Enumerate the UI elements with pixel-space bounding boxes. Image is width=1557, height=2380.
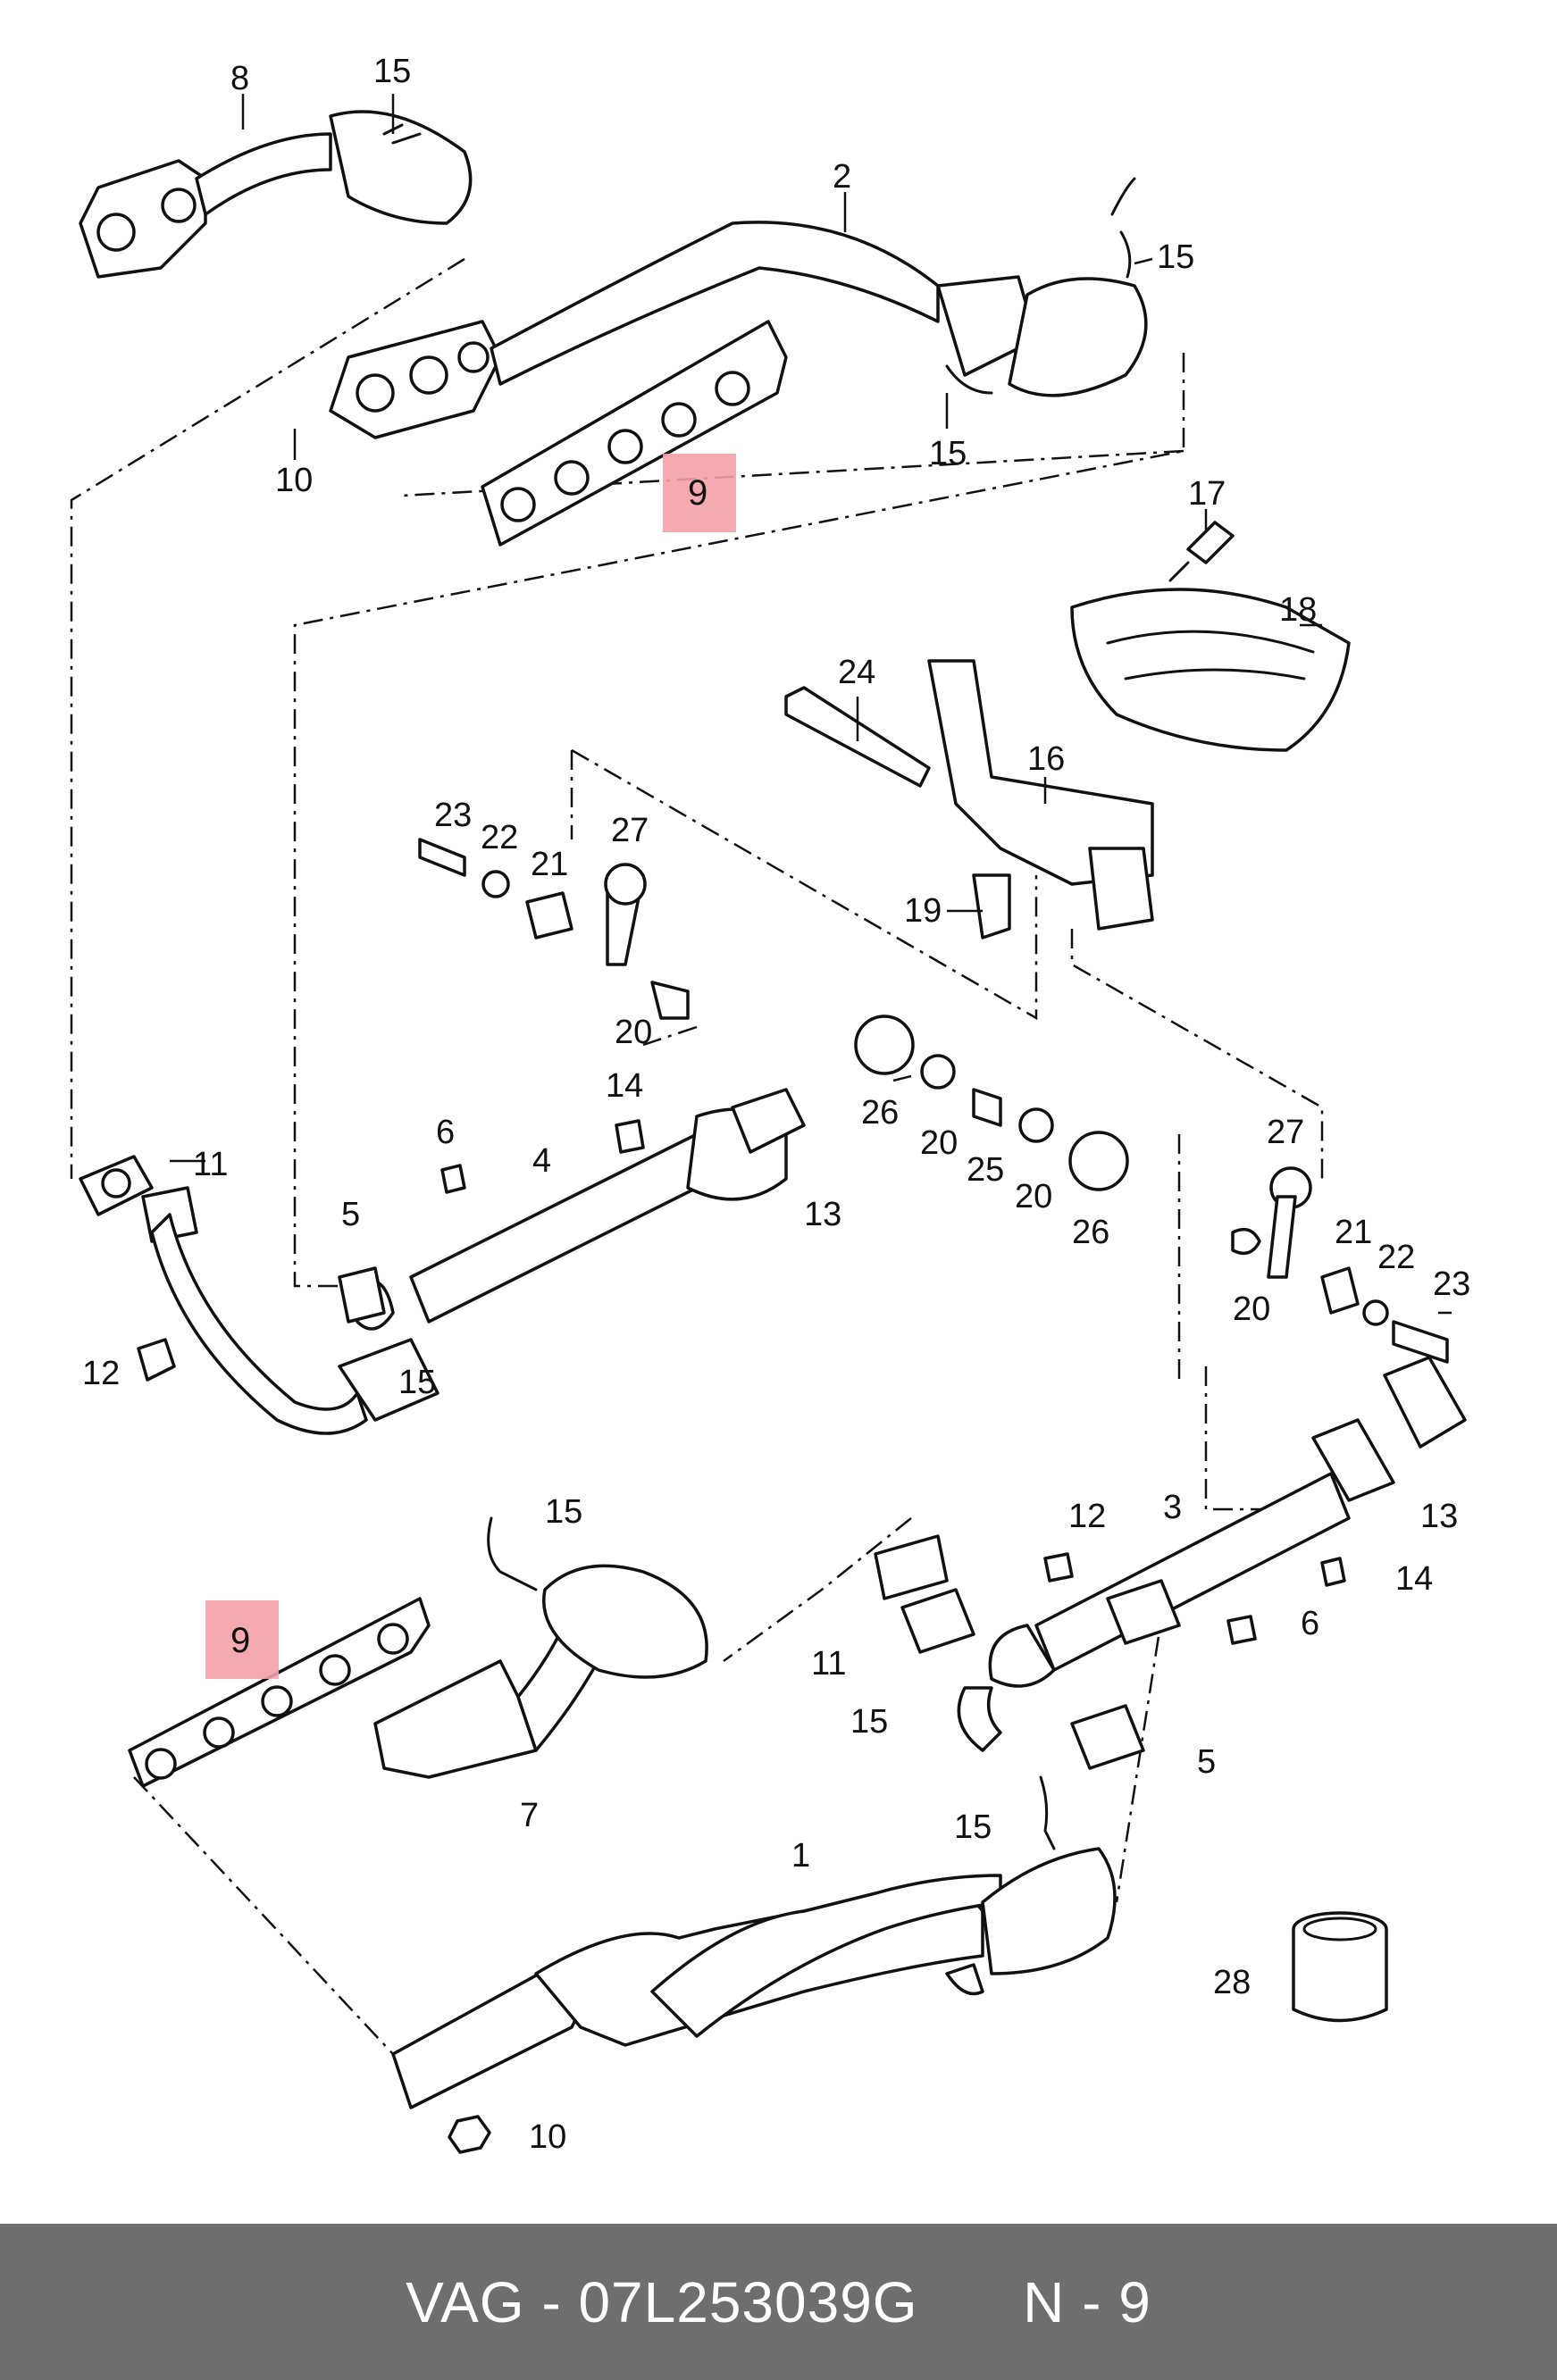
callout-13: 13 [804,1196,841,1233]
callout-21: 21 [1335,1214,1372,1251]
footer-brand: VAG [406,2269,525,2334]
callout-25: 25 [967,1151,1004,1189]
gasket-9-upper-illustration [481,320,788,547]
manifold-2-illustration [329,177,1148,439]
highlight-box-9-lower [205,1600,279,1679]
manifold-1-illustration [391,1775,1117,2109]
callout-6: 6 [436,1114,455,1151]
gasket-9-lower-illustration [128,1597,431,1788]
callout-26: 26 [861,1094,899,1132]
callout-19: 19 [904,892,942,930]
callout-11: 11 [193,1146,228,1183]
callout-15: 15 [954,1808,992,1846]
flanges-mid [79,1088,806,1382]
footer-part-number: 07L253039G [578,2269,918,2334]
callout-14: 14 [606,1067,643,1105]
callout-17: 17 [1188,475,1226,513]
callout-3: 3 [1163,1489,1182,1526]
callout-9-highlighted: 9 [230,1621,250,1660]
hardware-cluster-upper [418,838,1129,1191]
callout-20: 20 [920,1124,958,1162]
callout-24: 24 [838,654,875,691]
assembly-guide-lines [70,257,1324,2055]
callout-16: 16 [1027,740,1065,778]
manifold-8-illustration [79,110,473,279]
hardware-cluster-lower [1231,1166,1449,1364]
leader-lines [170,94,1452,1315]
callout-11: 11 [811,1645,846,1683]
callout-23: 23 [434,797,472,834]
callout-15: 15 [929,435,967,472]
callout-27: 27 [1267,1114,1304,1151]
callout-9-highlighted: 9 [688,473,707,513]
callout-15: 15 [373,53,411,90]
callout-28: 28 [1213,1964,1251,2001]
callout-5: 5 [341,1196,360,1233]
callout-15: 15 [545,1493,582,1531]
callout-15: 15 [850,1703,888,1741]
callout-6: 6 [1301,1605,1319,1642]
highlight-box-9-upper [663,454,736,532]
callout-20: 20 [615,1014,652,1051]
callout-22: 22 [1377,1239,1415,1276]
callout-15: 15 [398,1364,436,1401]
footer-bar: VAG - 07L253039G N - 9 [0,2224,1557,2380]
front-pipe-3-illustration [874,1356,1467,1770]
footer-position-label: N - 9 [1023,2269,1151,2334]
callout-14: 14 [1395,1560,1433,1598]
downpipe-4-illustration [141,1107,788,1435]
callout-8: 8 [230,60,249,97]
callout-20: 20 [1015,1178,1052,1215]
callout-12: 12 [82,1355,120,1392]
callout-21: 21 [531,846,568,883]
callout-15: 15 [1157,238,1194,276]
sealing-paste-can-28 [1292,1911,1388,2023]
callout-20: 20 [1233,1290,1270,1328]
footer-dash: - [541,2269,562,2334]
nut-10-lower [448,2115,491,2154]
callout-22: 22 [481,819,518,856]
callout-1: 1 [791,1837,810,1875]
callout-5: 5 [1197,1743,1216,1781]
callout-26: 26 [1072,1214,1109,1251]
exhaust-parts-diagram: 8 15 2 15 10 9 15 17 18 24 16 23 22 27 2… [70,53,1470,2156]
heat-shield-bracket-illustration [784,521,1351,939]
callout-10: 10 [529,2118,566,2156]
footer-title: VAG - 07L253039G N - 9 [406,2269,1151,2335]
callout-27: 27 [611,812,649,849]
callout-4: 4 [532,1142,551,1180]
callout-labels: 8 15 2 15 10 9 15 17 18 24 16 23 22 27 2… [82,53,1470,2156]
callout-13: 13 [1420,1498,1458,1535]
callout-10: 10 [275,462,313,499]
callout-18: 18 [1279,591,1317,629]
callout-2: 2 [833,158,851,196]
callout-23: 23 [1433,1265,1470,1303]
callout-7: 7 [520,1797,539,1834]
callout-12: 12 [1068,1498,1106,1535]
manifold-7-illustration [373,1516,708,1779]
